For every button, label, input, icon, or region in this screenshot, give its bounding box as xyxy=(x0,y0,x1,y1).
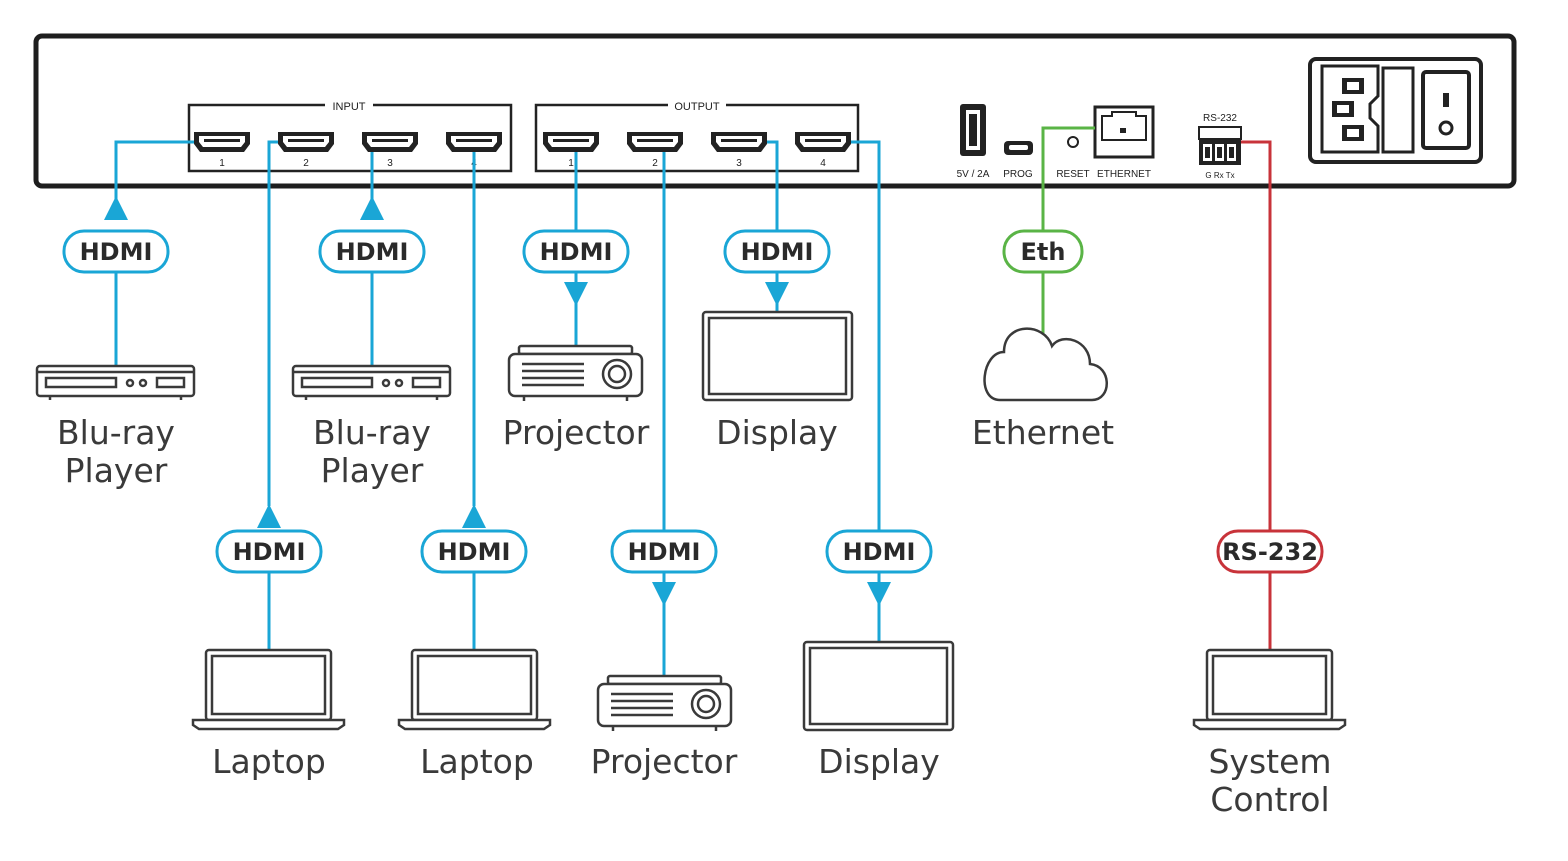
hdmi-badge: HDMI xyxy=(825,529,933,574)
projector-icon xyxy=(507,344,644,401)
arrow-up-icon xyxy=(104,196,128,220)
hdmi-output-port-2 xyxy=(627,132,683,152)
hdmi-output-port-4 xyxy=(795,132,851,152)
eth-badge: Eth xyxy=(1002,229,1084,274)
arrow-up-icon xyxy=(462,504,486,528)
hdmi-badge: HDMI xyxy=(318,229,426,274)
hdmi-badge: HDMI xyxy=(522,229,630,274)
device-label-display1: Display xyxy=(716,413,838,452)
hdmi-input-port-3 xyxy=(362,132,418,152)
arrow-up-icon xyxy=(360,196,384,220)
svg-text:HDMI: HDMI xyxy=(80,238,153,266)
arrow-down-icon xyxy=(867,582,891,606)
rs232-terminal-icon xyxy=(1198,126,1242,165)
bluray-player-icon xyxy=(291,364,452,400)
prog-label: PROG xyxy=(1003,169,1033,180)
hdmi-output-port-3 xyxy=(711,132,767,152)
display-icon xyxy=(701,310,854,402)
input-port-num-1: 1 xyxy=(219,158,225,169)
output-port-num-4: 4 xyxy=(820,158,826,169)
output-port-num-3: 3 xyxy=(736,158,742,169)
cable-rs232 xyxy=(1241,140,1272,652)
ethernet-label: ETHERNET xyxy=(1097,169,1151,180)
output-group: OUTPUT 1 2 3 4 xyxy=(534,98,860,173)
power-switch-icon xyxy=(1421,70,1471,150)
svg-text:HDMI: HDMI xyxy=(628,538,701,566)
device-label-projector1: Projector xyxy=(502,413,650,452)
usb-port-icon xyxy=(960,104,986,156)
arrow-down-icon xyxy=(564,282,588,306)
cable-laptop1-input2 xyxy=(267,140,278,652)
prog-port-icon xyxy=(1004,141,1033,155)
hdmi-output-port-1 xyxy=(543,132,599,152)
projector-icon xyxy=(596,674,733,731)
hdmi-input-port-2 xyxy=(278,132,334,152)
laptop-icon xyxy=(191,648,346,731)
input-port-num-3: 3 xyxy=(387,158,393,169)
hdmi-badge: HDMI xyxy=(420,529,528,574)
display-icon xyxy=(802,640,955,732)
device-label-laptop1: Laptop xyxy=(212,742,326,781)
svg-text:HDMI: HDMI xyxy=(540,238,613,266)
hdmi-badge: HDMI xyxy=(723,229,831,274)
hdmi-badge: HDMI xyxy=(215,529,323,574)
hdmi-input-port-4 xyxy=(446,132,502,152)
usb-label: 5V / 2A xyxy=(957,169,990,180)
output-port-num-1: 1 xyxy=(568,158,574,169)
rs232-badge: RS-232 xyxy=(1216,529,1324,574)
output-title: OUTPUT xyxy=(674,101,720,113)
arrow-down-icon xyxy=(765,282,789,306)
laptop-icon xyxy=(1192,648,1347,731)
input-port-num-2: 2 xyxy=(303,158,309,169)
reset-button-icon xyxy=(1067,136,1079,148)
ethernet-port-icon xyxy=(1093,105,1155,159)
svg-text:RS-232: RS-232 xyxy=(1222,538,1318,566)
device-label-bluray2: Blu-ray Player xyxy=(313,413,431,490)
device-label-bluray1: Blu-ray Player xyxy=(57,413,175,490)
device-label-projector2: Projector xyxy=(590,742,738,781)
svg-text:HDMI: HDMI xyxy=(438,538,511,566)
output-port-num-2: 2 xyxy=(652,158,658,169)
svg-text:Eth: Eth xyxy=(1021,238,1066,266)
arrow-down-icon xyxy=(652,582,676,606)
reset-label: RESET xyxy=(1056,169,1089,180)
cloud-icon xyxy=(983,327,1108,402)
rs232-pins: G Rx Tx xyxy=(1205,171,1234,180)
bluray-player-icon xyxy=(35,364,196,400)
device-label-display2: Display xyxy=(818,742,940,781)
laptop-icon xyxy=(397,648,552,731)
input-group: INPUT 1 2 3 4 xyxy=(187,98,513,173)
device-rear-panel xyxy=(33,33,1517,189)
device-label-laptop2: Laptop xyxy=(420,742,534,781)
device-label-system-control: System Control xyxy=(1208,742,1332,819)
svg-text:HDMI: HDMI xyxy=(233,538,306,566)
svg-text:HDMI: HDMI xyxy=(741,238,814,266)
svg-text:HDMI: HDMI xyxy=(843,538,916,566)
rs232-title: RS-232 xyxy=(1203,113,1237,124)
input-title: INPUT xyxy=(333,101,366,113)
hdmi-input-port-1 xyxy=(194,132,250,152)
device-label-ethernet: Ethernet xyxy=(971,413,1115,452)
hdmi-badge: HDMI xyxy=(610,529,718,574)
hdmi-badge: HDMI xyxy=(62,229,170,274)
arrow-up-icon xyxy=(257,504,281,528)
svg-text:HDMI: HDMI xyxy=(336,238,409,266)
cable-bluray1-input1 xyxy=(114,140,194,366)
